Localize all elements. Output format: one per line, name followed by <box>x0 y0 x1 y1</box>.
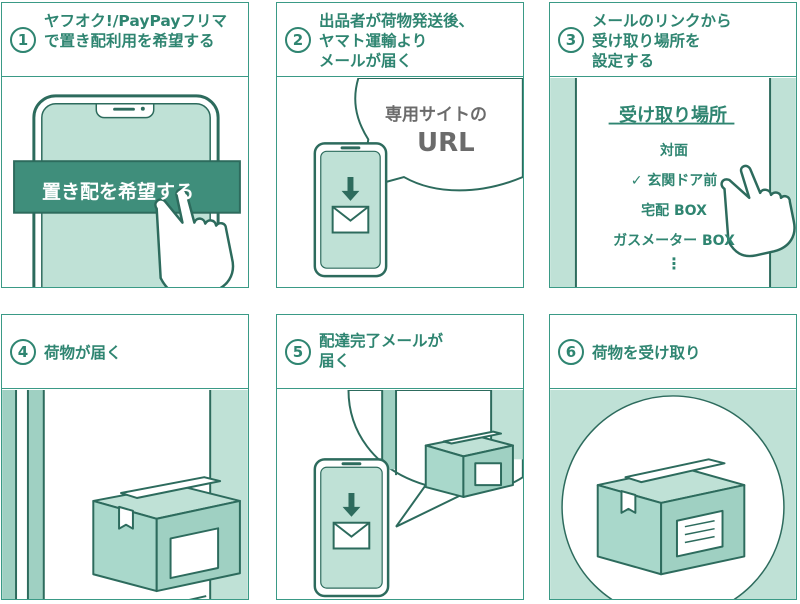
step-number: 3 <box>558 27 584 53</box>
step-title: 配達完了メールが 届く <box>319 332 444 370</box>
step-1-panel: 1 ヤフオク!/PayPayフリマ で置き配利用を希望する 置き配を希望する <box>1 2 249 288</box>
location-option-front-door[interactable]: ✓ 玄関ドア前 <box>630 173 718 189</box>
step-title: ヤフオク!/PayPayフリマ で置き配利用を希望する <box>44 12 227 50</box>
step-number: 2 <box>285 27 311 53</box>
step-1-illustration: 置き配を希望する <box>2 78 248 287</box>
step-header: 4 荷物が届く <box>2 315 248 389</box>
step-header: 1 ヤフオク!/PayPayフリマ で置き配利用を希望する <box>2 3 248 77</box>
step-title: 出品者が荷物発送後、 ヤマト運輸より メールが届く <box>319 12 475 70</box>
step-6-illustration <box>550 390 796 599</box>
step-title: 荷物が届く <box>44 344 122 362</box>
package-box-icon <box>424 430 514 498</box>
step-3-illustration: 受け取り場所 対面 ✓ 玄関ドア前 宅配 BOX ガスメーター BOX ⋮ <box>550 78 796 287</box>
step-header: 3 メールのリンクから 受け取り場所を 設定する <box>550 3 796 77</box>
step-number: 5 <box>285 339 311 365</box>
bubble-text-line1: 専用サイトの <box>385 105 487 125</box>
step-4-panel: 4 荷物が届く <box>1 314 249 600</box>
pointing-hand-icon <box>154 188 235 287</box>
request-button-label: 置き配を希望する <box>42 181 195 203</box>
more-options-icon: ⋮ <box>666 254 682 273</box>
step-6-panel: 6 荷物を受け取り <box>549 314 797 600</box>
step-number: 1 <box>10 27 36 53</box>
location-option-gas-meter-box[interactable]: ガスメーター BOX <box>613 233 735 249</box>
step-4-illustration <box>2 390 248 599</box>
speech-bubble <box>354 78 523 192</box>
step-header: 5 配達完了メールが 届く <box>277 315 523 389</box>
location-list-title: 受け取り場所 <box>619 105 727 126</box>
step-number: 6 <box>558 339 584 365</box>
step-header: 6 荷物を受け取り <box>550 315 796 389</box>
step-number: 4 <box>10 339 36 365</box>
step-2-illustration: 専用サイトの URL <box>277 78 523 287</box>
location-option-delivery-box[interactable]: 宅配 BOX <box>641 203 707 219</box>
bubble-text-url: URL <box>417 128 475 158</box>
step-2-panel: 2 出品者が荷物発送後、 ヤマト運輸より メールが届く 専用サイトの URL <box>276 2 524 288</box>
pointing-hand-icon <box>720 164 796 258</box>
download-arrow-icon <box>341 177 360 201</box>
package-box-icon <box>596 458 746 576</box>
package-box-icon <box>92 476 241 593</box>
download-arrow-icon <box>342 493 361 517</box>
envelope-icon <box>331 205 370 234</box>
request-button-bg <box>13 160 241 214</box>
step-5-panel: 5 配達完了メールが 届く <box>276 314 524 600</box>
step-3-panel: 3 メールのリンクから 受け取り場所を 設定する 受け取り場所 対面 ✓ 玄関ド… <box>549 2 797 288</box>
step-title: メールのリンクから 受け取り場所を 設定する <box>592 12 732 70</box>
step-header: 2 出品者が荷物発送後、 ヤマト運輸より メールが届く <box>277 3 523 77</box>
location-option-face-to-face[interactable]: 対面 <box>660 143 688 159</box>
step-5-illustration <box>277 390 523 599</box>
step-title: 荷物を受け取り <box>592 344 701 362</box>
envelope-icon <box>332 521 371 550</box>
